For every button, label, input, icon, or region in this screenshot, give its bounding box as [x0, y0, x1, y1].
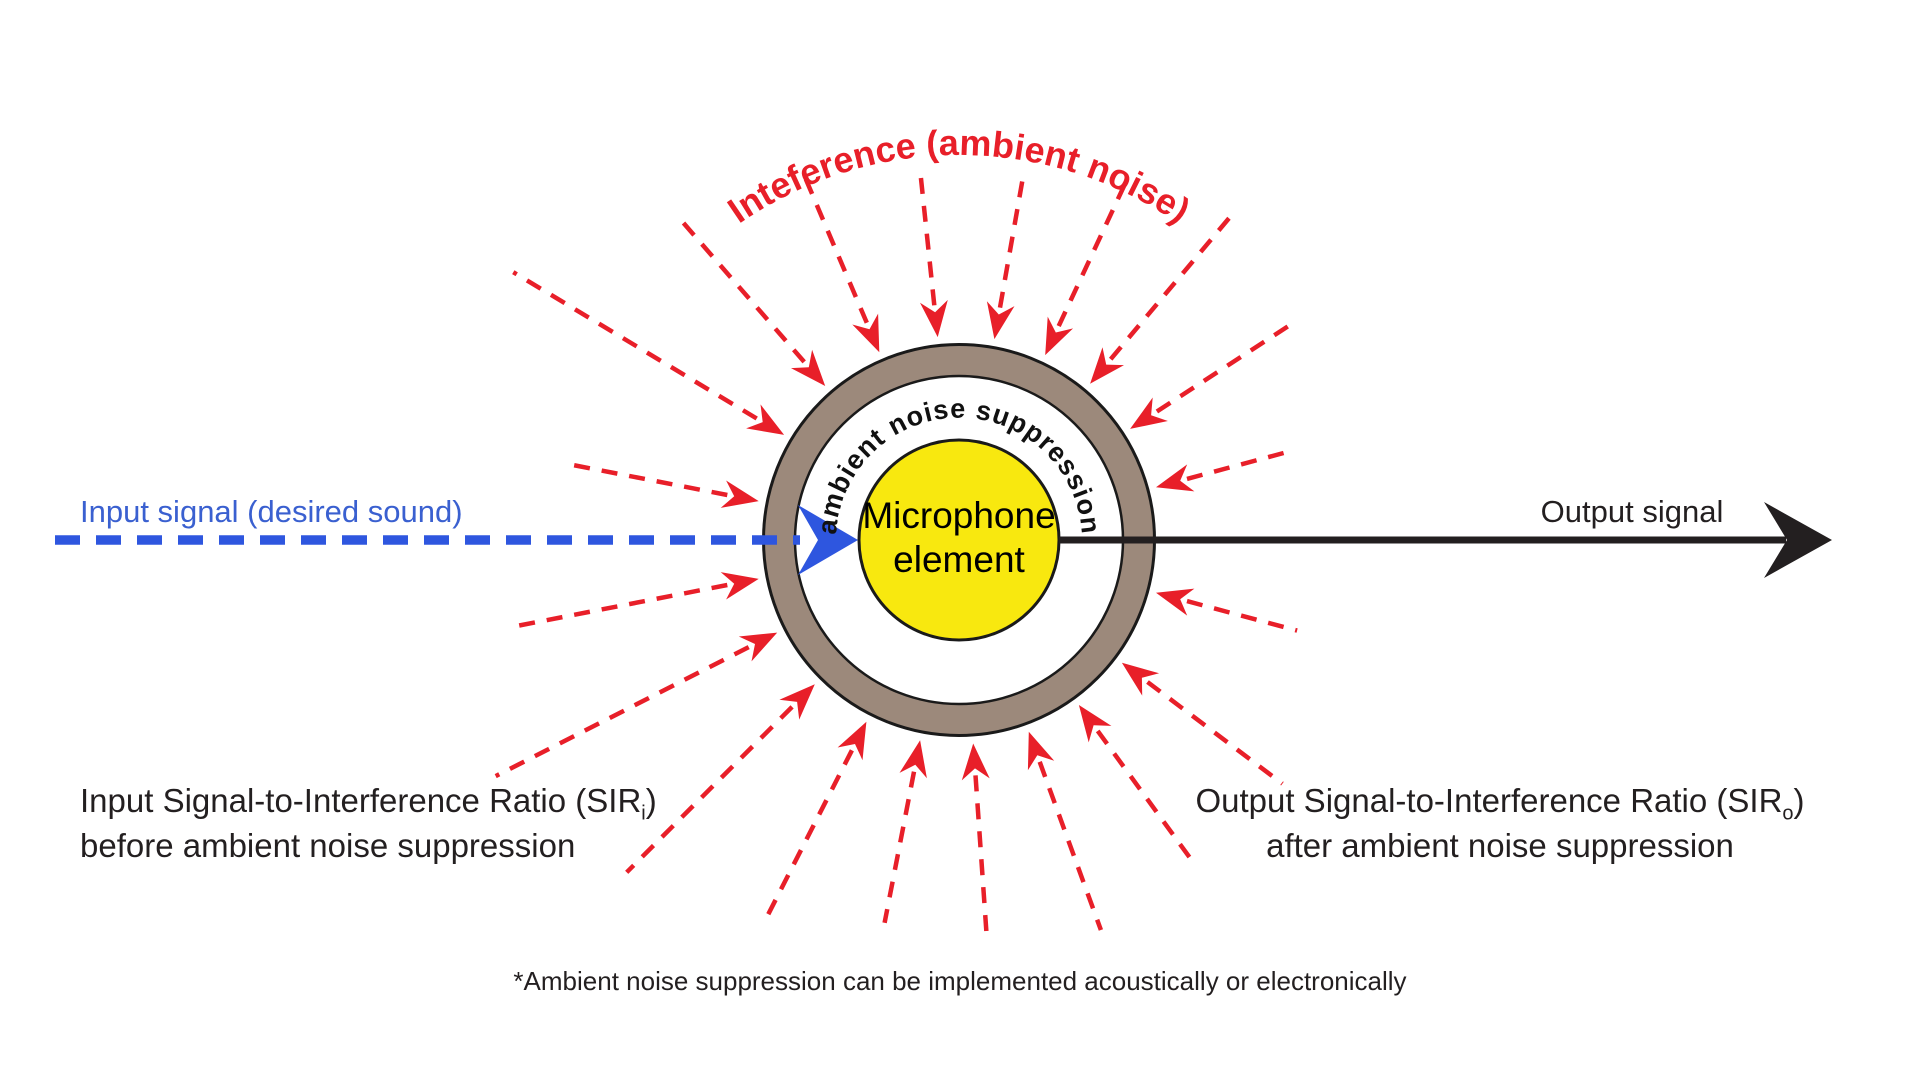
noise-arrow-dashed-line	[494, 645, 750, 779]
noise-arrowhead	[1045, 316, 1074, 356]
input-sir-line2: before ambient noise suppression	[80, 827, 576, 864]
output-sir-line1: Output Signal-to-Interference Ratio (SIR…	[1100, 778, 1900, 825]
output-sir-text: Output Signal-to-Interference Ratio (SIR	[1195, 782, 1783, 819]
noise-arrow-dashed-line	[1155, 320, 1296, 414]
input-signal-label: Input signal (desired sound)	[80, 494, 463, 529]
mic-label-line1: Microphone	[862, 495, 1055, 536]
noise-arrow-dashed-line	[1108, 209, 1238, 361]
noise-arrow-dashed-line	[565, 461, 728, 498]
noise-arrowhead	[1027, 731, 1055, 771]
noise-arrowhead	[986, 301, 1015, 340]
output-sir-subscript: o	[1782, 802, 1794, 825]
noise-arrowhead	[791, 349, 826, 386]
noise-arrowhead	[779, 684, 815, 720]
noise-arrow-dashed-line	[1056, 181, 1128, 328]
noise-arrow-dashed-line	[1186, 598, 1298, 633]
noise-arrow-dashed-line	[1186, 448, 1293, 482]
noise-arrow-dashed-line	[973, 775, 990, 940]
noise-arrow-dashed-line	[766, 749, 854, 916]
mic-label-line2: element	[893, 539, 1025, 580]
noise-arrow-dashed-line	[800, 170, 869, 324]
noise-arrowhead	[961, 743, 990, 781]
noise-arrow-dashed-line	[918, 171, 937, 306]
noise-arrowhead	[837, 721, 867, 761]
noise-arrow-dashed-line	[681, 221, 806, 364]
noise-arrowhead	[738, 632, 778, 662]
input-sir-caption: Input Signal-to-Interference Ratio (SIRi…	[80, 778, 657, 868]
interference-title-text: Inteference (ambient noise)	[720, 122, 1197, 231]
noise-arrowhead	[1090, 347, 1124, 384]
output-sir-close: )	[1793, 782, 1805, 819]
noise-arrowhead	[899, 740, 927, 779]
input-sir-line1: Input Signal-to-Interference Ratio (SIRi…	[80, 778, 657, 825]
noise-arrowhead	[1156, 464, 1195, 492]
noise-arrowhead	[1156, 588, 1195, 616]
noise-arrowhead	[1078, 705, 1112, 743]
noise-arrow-dashed-line	[512, 270, 758, 421]
noise-arrowhead	[852, 313, 880, 353]
noise-arrow-dashed-line	[625, 705, 794, 874]
input-sir-subscript: i	[641, 802, 646, 825]
interference-arrows-group	[494, 170, 1298, 940]
noise-arrowhead	[1130, 397, 1168, 429]
output-sir-line2: after ambient noise suppression	[1266, 827, 1734, 864]
noise-arrowhead	[720, 572, 759, 600]
output-sir-caption: Output Signal-to-Interference Ratio (SIR…	[1100, 778, 1900, 868]
output-signal-arrowhead	[1764, 502, 1832, 578]
noise-arrowhead	[720, 480, 759, 508]
noise-arrow-dashed-line	[882, 771, 917, 924]
input-sir-text: Input Signal-to-Interference Ratio (SIR	[80, 782, 642, 819]
noise-arrow-dashed-line	[1037, 761, 1104, 931]
noise-arrow-dashed-line	[1146, 680, 1284, 786]
footnote-text: *Ambient noise suppression can be implem…	[513, 966, 1407, 996]
input-sir-close: )	[645, 782, 657, 819]
noise-arrowhead	[1121, 662, 1160, 696]
output-signal-label: Output signal	[1540, 494, 1724, 529]
noise-arrow-dashed-line	[997, 180, 1025, 308]
input-signal-arrowhead	[798, 505, 858, 575]
noise-arrowhead	[920, 299, 948, 338]
noise-arrow-dashed-line	[507, 582, 728, 631]
noise-arrowhead	[746, 404, 785, 435]
